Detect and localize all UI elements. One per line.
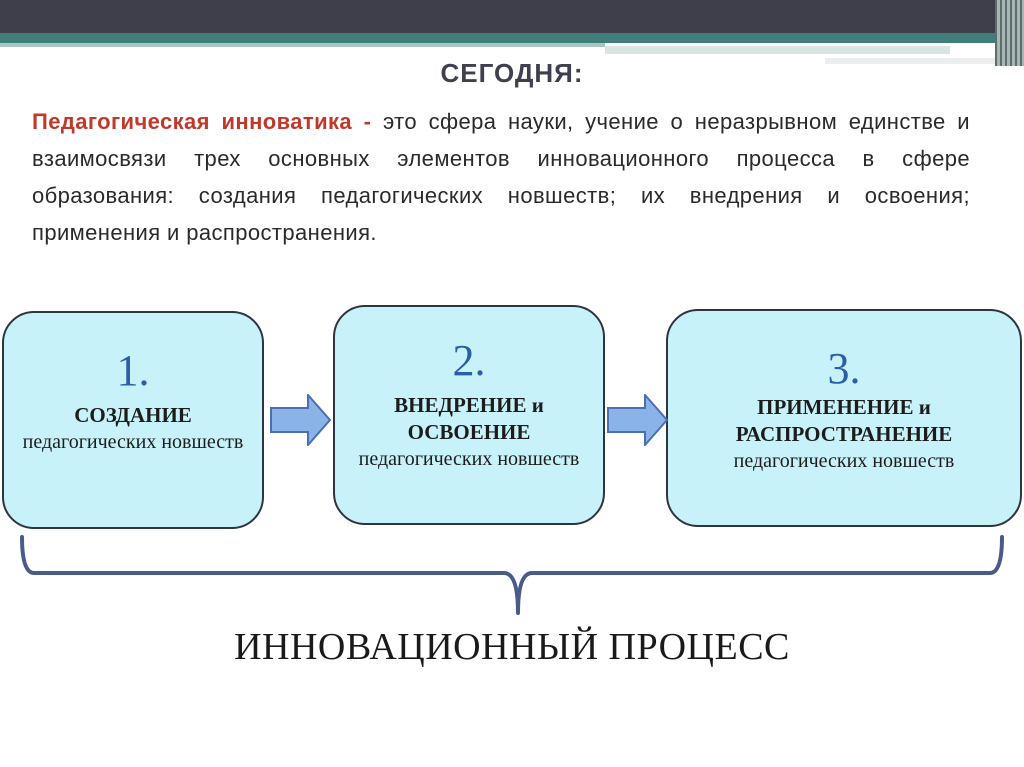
step-subtitle: педагогических новшеств [22, 431, 244, 453]
arrow-right-icon [607, 394, 669, 446]
step-heading: ПРИМЕНЕНИЕ и РАСПРОСТРАНЕНИЕ [735, 395, 953, 446]
header-stripe-faint [825, 58, 1000, 64]
step-number: 3. [827, 344, 861, 393]
grouping-brace [20, 535, 1004, 615]
definition-paragraph: Педагогическая инноватика - это сфера на… [32, 103, 970, 251]
arrow-shape [270, 394, 332, 446]
step-box-creation: 1. СОЗДАНИЕ педагогических новшеств [2, 311, 264, 529]
step-subtitle: педагогических новшеств [358, 448, 580, 470]
header-bar [0, 0, 1024, 33]
header-stripe-light [0, 43, 605, 47]
step-box-dissemination: 3. ПРИМЕНЕНИЕ и РАСПРОСТРАНЕНИЕ педагоги… [666, 309, 1022, 527]
process-label: ИННОВАЦИОННЫЙ ПРОЦЕСС [234, 626, 790, 668]
definition-term: Педагогическая инноватика - [32, 109, 372, 134]
brace-path [20, 535, 1004, 615]
header-stripe-lighter [605, 46, 950, 54]
corner-stripes [995, 0, 1024, 66]
header-stripe [0, 33, 1000, 43]
step-box-implementation: 2. ВНЕДРЕНИЕ и ОСВОЕНИЕ педагогических н… [333, 305, 605, 525]
page-title: СЕГОДНЯ: [440, 58, 584, 88]
step-number: 1. [116, 346, 150, 395]
step-heading: СОЗДАНИЕ [74, 403, 192, 427]
arrow-shape [607, 394, 669, 446]
arrow-right-icon [270, 394, 332, 446]
step-heading: ВНЕДРЕНИЕ и ОСВОЕНИЕ [394, 393, 544, 444]
definition-text: это сфера науки, учение о неразрывном ед… [32, 109, 970, 245]
step-number: 2. [452, 336, 486, 385]
step-subtitle: педагогических новшеств [733, 450, 955, 472]
